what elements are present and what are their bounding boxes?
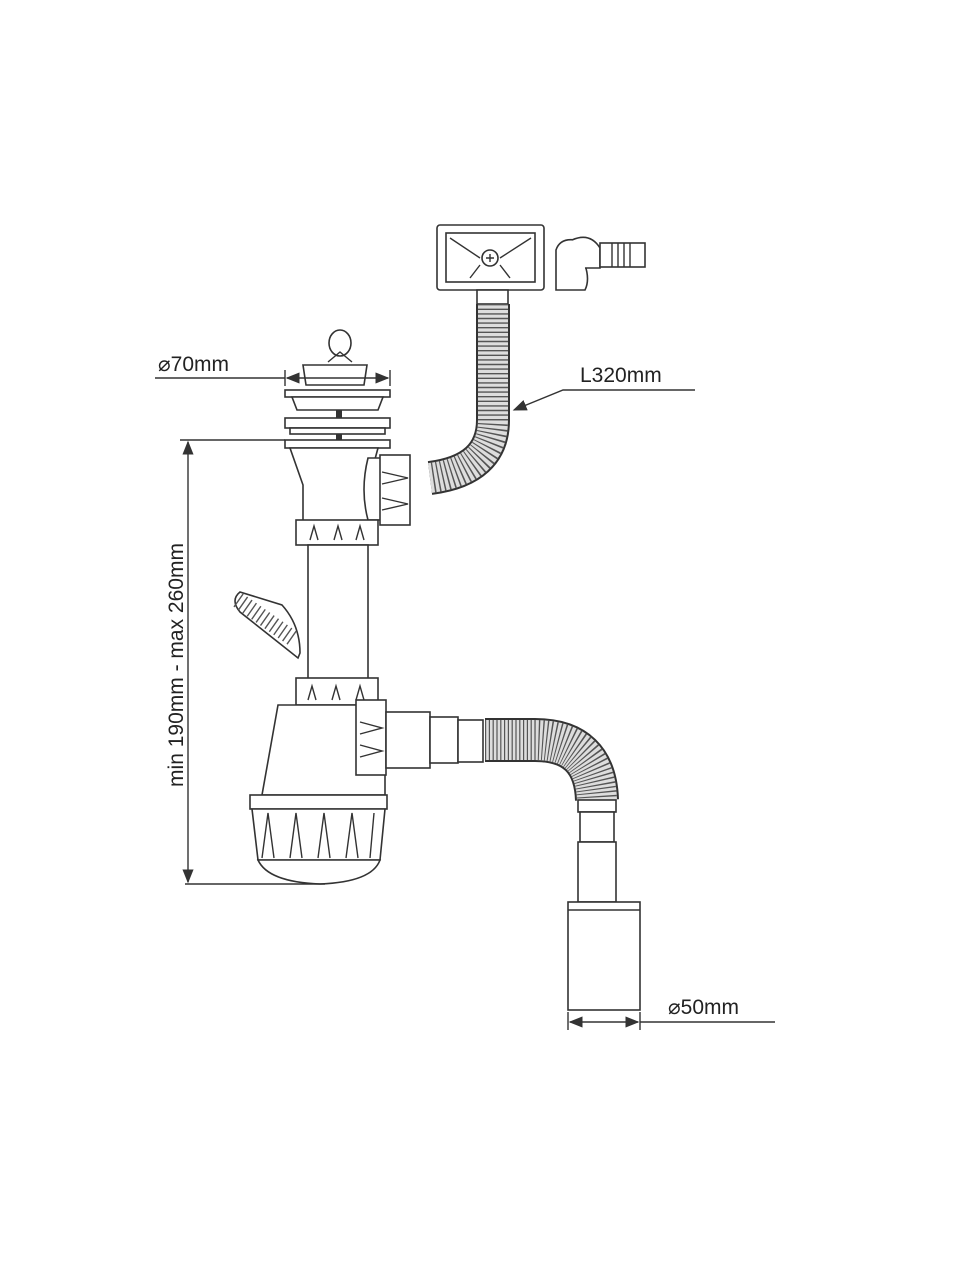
outlet-diameter-label: ⌀50mm bbox=[668, 996, 739, 1019]
dimension-overflow-hose-length: L320mm bbox=[512, 364, 695, 411]
dimension-height: min 190mm - max 260mm bbox=[165, 439, 325, 885]
overflow-hose-length-label: L320mm bbox=[580, 364, 662, 387]
overflow-hose bbox=[427, 304, 510, 495]
dimension-outlet-diameter: ⌀50mm bbox=[567, 996, 775, 1030]
outlet-hose bbox=[355, 699, 641, 1011]
trap-body bbox=[233, 439, 411, 885]
strainer-plug bbox=[284, 329, 391, 440]
strainer-diameter-label: ⌀70mm bbox=[158, 353, 229, 376]
height-range-label: min 190mm - max 260mm bbox=[165, 543, 188, 787]
elbow-adapter bbox=[555, 236, 646, 291]
dimension-strainer-diameter: ⌀70mm bbox=[155, 353, 391, 386]
overflow-grille bbox=[436, 224, 545, 305]
